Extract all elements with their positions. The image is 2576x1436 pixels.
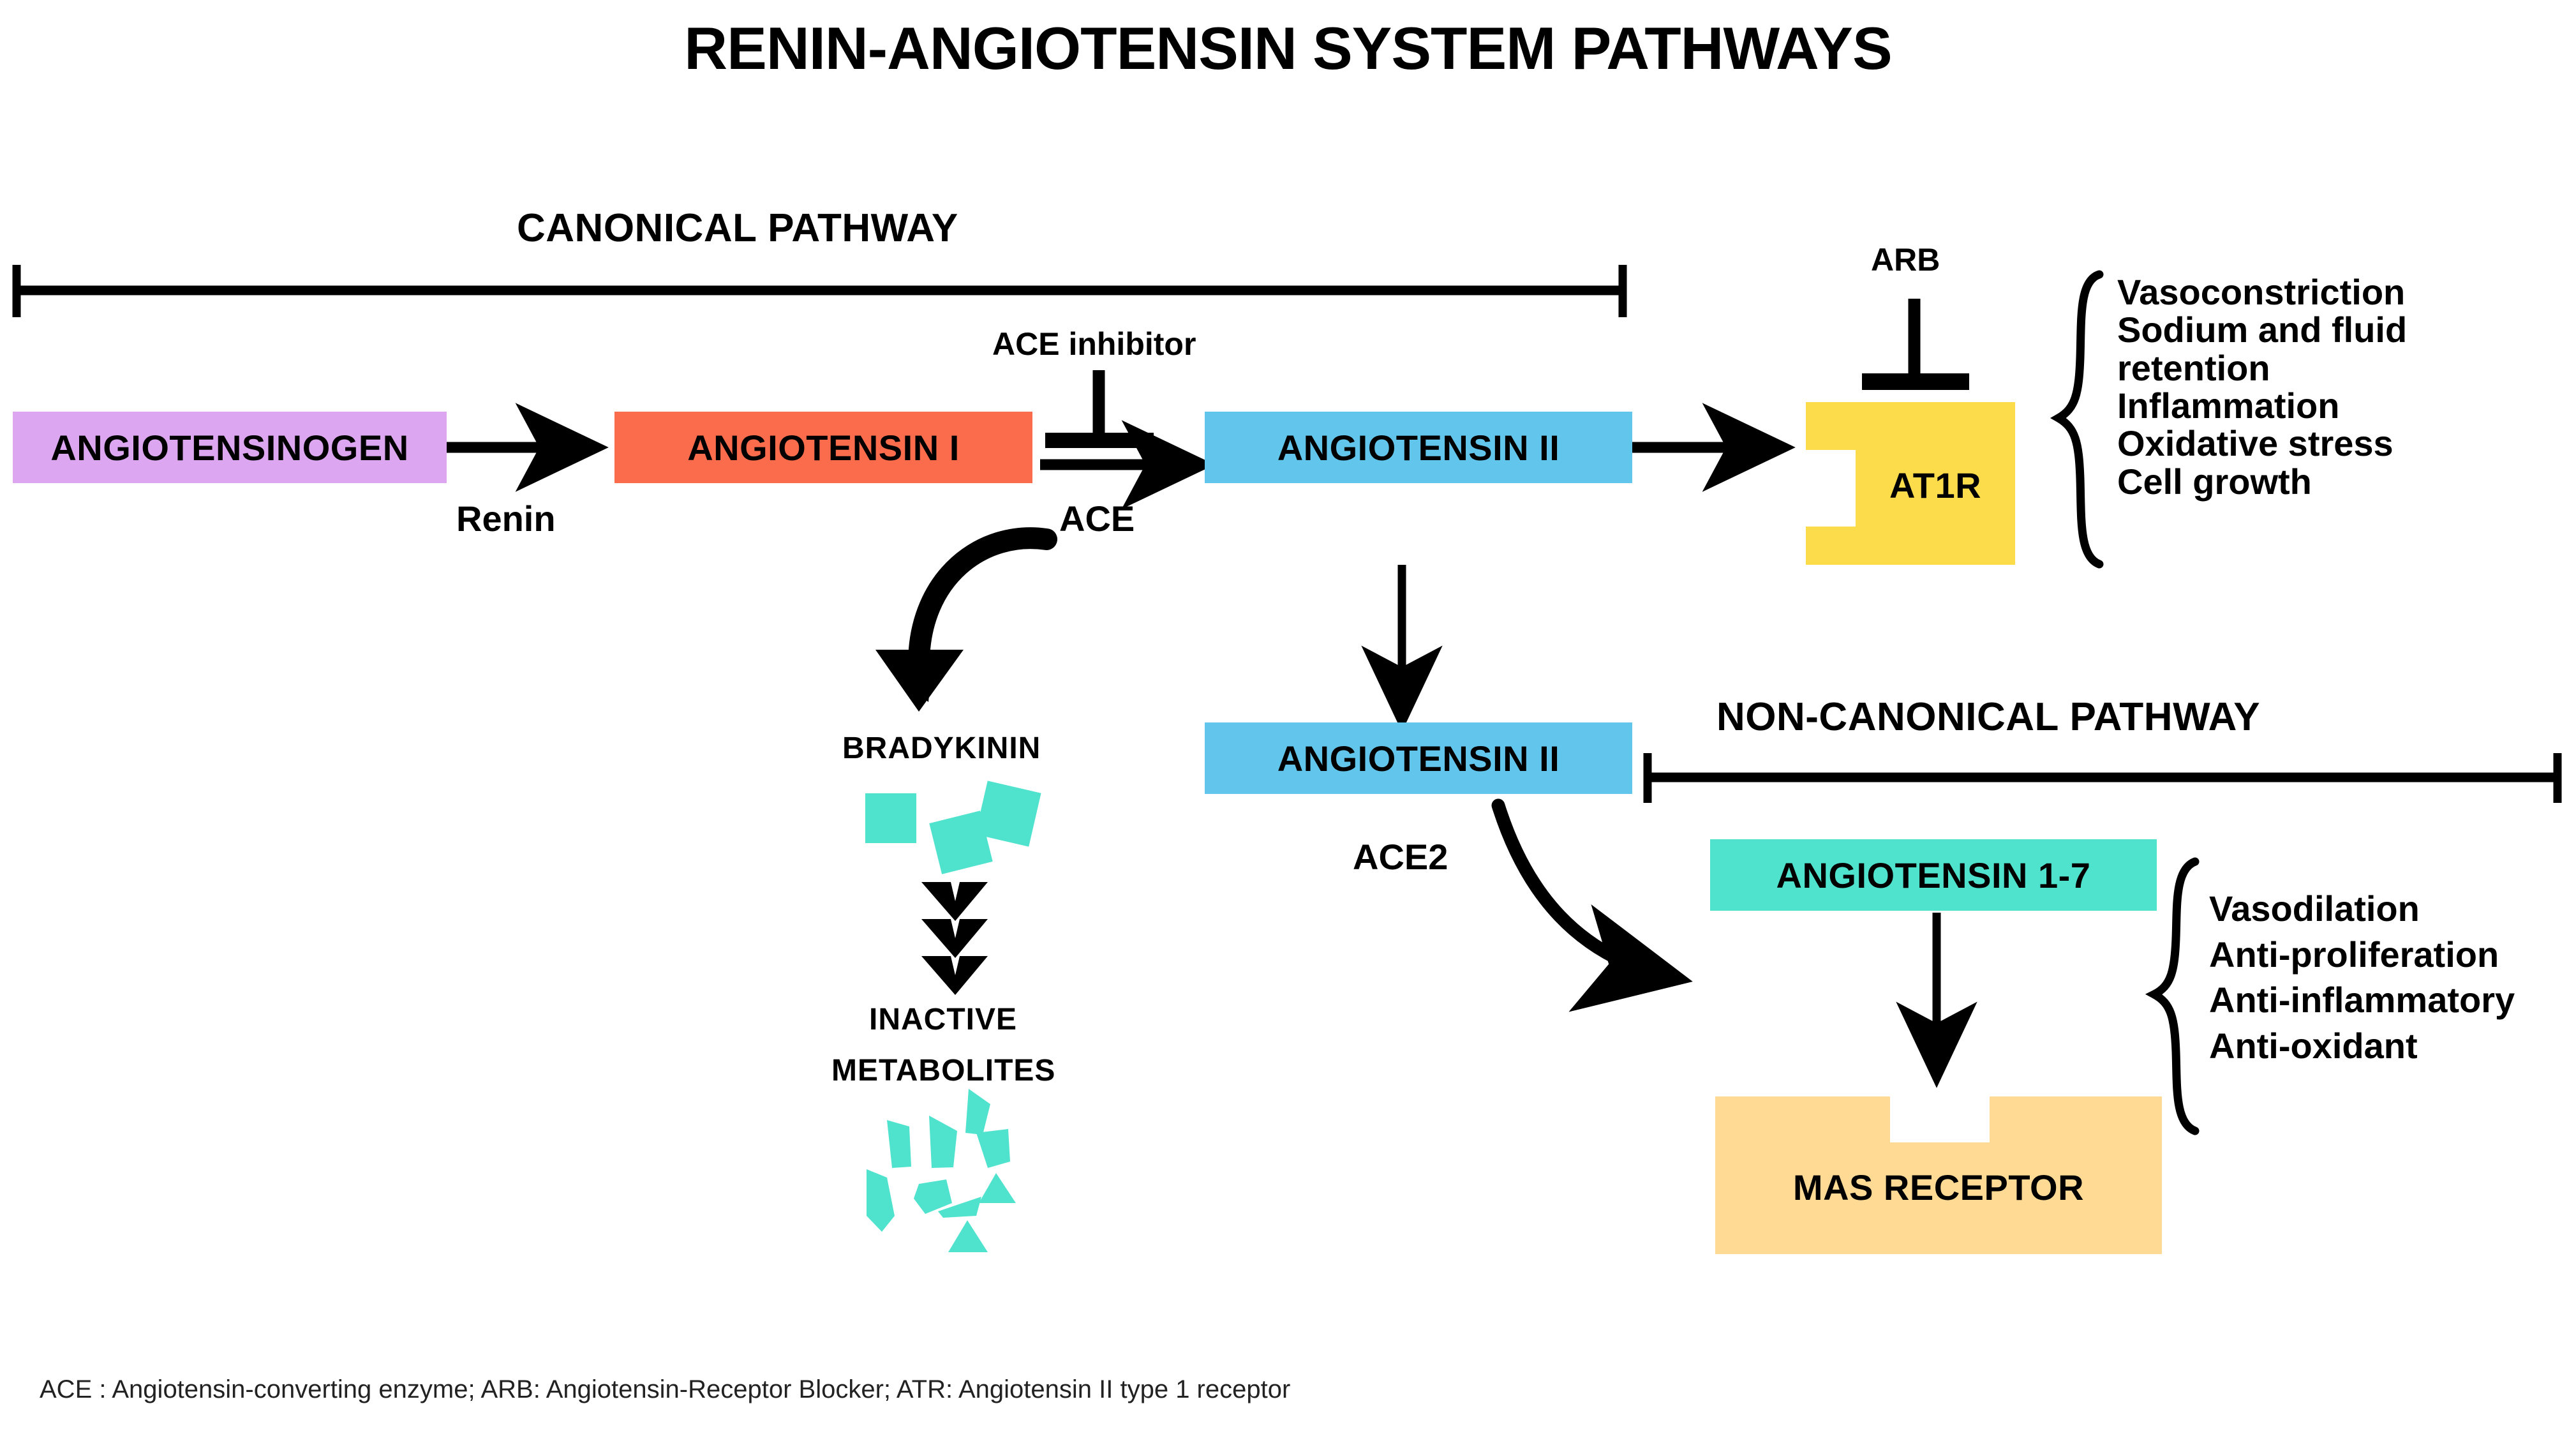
node-bradykinin-label: BRADYKININ xyxy=(842,731,1041,765)
node-angiotensin-ii-box xyxy=(1205,412,1632,483)
enzyme-ace2-label: ACE2 xyxy=(1353,837,1448,877)
metabolite-fragment-shapes xyxy=(867,1089,1016,1252)
at1r-effect-1: Sodium and fluid xyxy=(2117,310,2408,350)
enzyme-renin-label: Renin xyxy=(456,498,556,539)
at1r-effect-5: Cell growth xyxy=(2117,461,2312,502)
node-at1r-receptor xyxy=(1806,402,2015,565)
at1r-effect-3: Inflammation xyxy=(2117,385,2340,426)
at1r-effects-brace xyxy=(2050,270,2104,569)
bradykinin-molecule-shapes xyxy=(865,781,1041,874)
arb-inhibitor-tbar xyxy=(1862,299,1969,390)
noncanonical-pathway-bracket xyxy=(1643,753,2562,803)
mas-effect-2: Anti-inflammatory xyxy=(2209,980,2515,1021)
noncanonical-pathway-label: NON-CANONICAL PATHWAY xyxy=(1716,695,2261,739)
arb-label: ARB xyxy=(1871,242,1940,278)
ace-inhibitor-label: ACE inhibitor xyxy=(992,326,1196,362)
degradation-chevrons xyxy=(921,882,988,995)
mas-effects-brace xyxy=(2145,857,2200,1135)
mas-effects-list: Vasodilation Anti-proliferation Anti-inf… xyxy=(2209,886,2515,1069)
at1r-effect-2: retention xyxy=(2117,347,2270,388)
at1r-effect-4: Oxidative stress xyxy=(2117,423,2394,464)
footnote-abbreviations: ACE : Angiotensin-converting enzyme; ARB… xyxy=(40,1375,1291,1403)
mas-effect-0: Vasodilation xyxy=(2209,888,2420,929)
ace-inhibitor-tbar xyxy=(1045,370,1154,448)
node-metabolites-label-line2: METABOLITES xyxy=(831,1054,1056,1088)
page-title: RENIN-ANGIOTENSIN SYSTEM PATHWAYS xyxy=(684,15,1892,82)
arrow-ace2-curve xyxy=(1491,798,1693,1012)
enzyme-ace-label: ACE xyxy=(1059,498,1135,539)
canonical-pathway-label: CANONICAL PATHWAY xyxy=(517,206,958,250)
node-angiotensin-1-7-box xyxy=(1710,839,2157,911)
mas-effect-1: Anti-proliferation xyxy=(2209,934,2499,975)
node-inactive-label-line1: INACTIVE xyxy=(869,1003,1018,1036)
canonical-pathway-bracket xyxy=(12,265,1627,317)
node-mas-receptor xyxy=(1715,1096,2162,1254)
at1r-effects-list: Vasoconstriction Sodium and fluid retent… xyxy=(2117,272,2408,502)
node-angiotensin-ii-2-box xyxy=(1205,722,1632,794)
at1r-effect-0: Vasoconstriction xyxy=(2117,272,2406,312)
mas-effect-3: Anti-oxidant xyxy=(2209,1026,2418,1066)
node-angiotensin-i-box xyxy=(614,412,1032,483)
node-angiotensinogen-box xyxy=(13,412,447,483)
arrow-ace-bradykinin-curve xyxy=(875,527,1057,712)
